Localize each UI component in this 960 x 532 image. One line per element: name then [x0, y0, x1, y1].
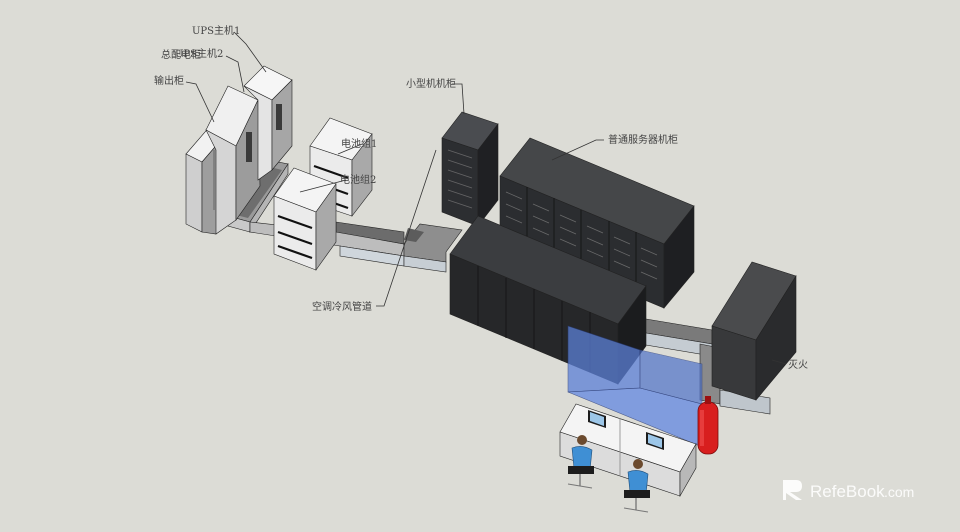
label-small-rack: 小型机机柜 — [406, 77, 456, 90]
label-ups-host-2: UPS主机2 — [175, 47, 223, 60]
fire-extinguisher — [697, 396, 719, 455]
label-ac-duct: 空调冷风管道 — [312, 300, 372, 313]
leader-lines — [185, 31, 787, 365]
label-ups-host-1: UPS主机1 — [192, 24, 240, 37]
label-output-cabinet: 输出柜 — [154, 74, 184, 87]
operator-1 — [567, 435, 594, 489]
battery-group-2 — [273, 167, 337, 271]
label-fire-extinguish: 灭火 — [788, 359, 808, 371]
glass-partition — [567, 325, 703, 447]
label-battery-group-1: 电池组1 — [341, 137, 377, 150]
monitor-1 — [588, 410, 606, 428]
operator-2 — [623, 459, 650, 513]
relebook-logo-icon — [783, 480, 802, 500]
watermark-suffix: .com — [884, 484, 914, 500]
server-rack-row — [499, 137, 695, 309]
watermark-brand: RefeBook — [810, 482, 885, 501]
fire-suppression-cabinet — [711, 261, 797, 401]
label-server-rack: 普通服务器机柜 — [608, 133, 678, 146]
monitor-2 — [646, 432, 664, 450]
main-distribution-cabinet — [205, 85, 261, 235]
watermark-logo: RefeBook .com — [783, 480, 914, 501]
label-main-distribution: 总配电柜 — [161, 48, 201, 61]
small-rack — [441, 111, 499, 227]
label-battery-group-2: 电池组2 — [340, 173, 376, 186]
ups-host — [243, 65, 293, 181]
